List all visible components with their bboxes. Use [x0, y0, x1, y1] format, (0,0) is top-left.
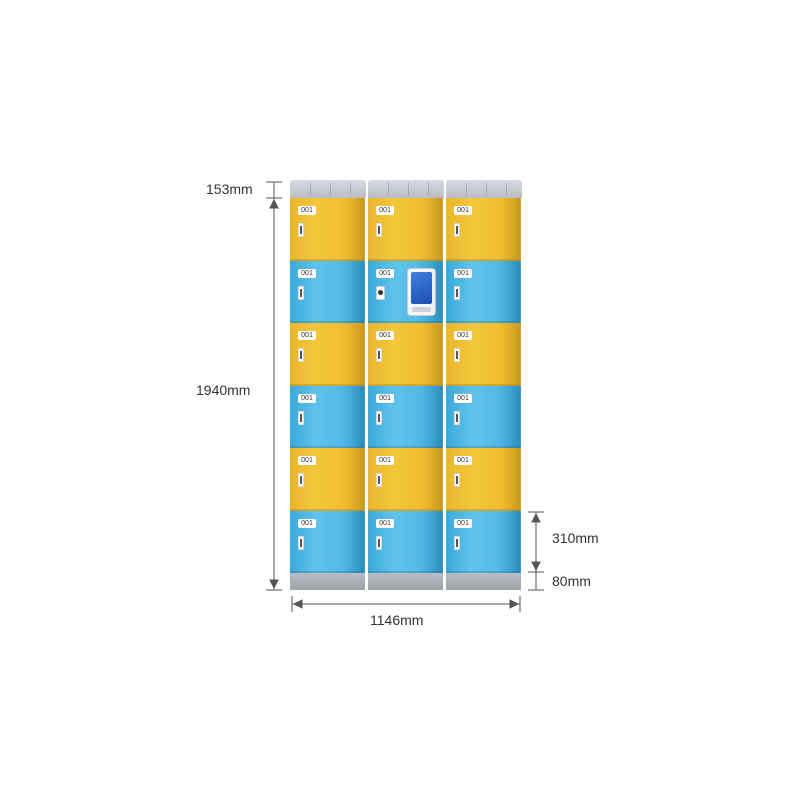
- roof-height-label: 153mm: [206, 181, 253, 197]
- compartment-number-tag: 001: [298, 268, 316, 278]
- door-shading: [350, 385, 364, 446]
- compartment-number-tag: 001: [376, 518, 394, 528]
- door-handle-icon[interactable]: [376, 223, 382, 237]
- locker-base: [290, 573, 365, 590]
- door-shading: [350, 323, 364, 384]
- compartment-number-tag: 001: [376, 393, 394, 403]
- door-handle-icon[interactable]: [454, 223, 460, 237]
- door-handle-icon[interactable]: [298, 473, 304, 487]
- locker-door[interactable]: 001: [446, 260, 521, 323]
- locker-door[interactable]: 001: [368, 323, 443, 386]
- door-shading: [428, 510, 442, 571]
- locker-column: 001 001 001 001 001 001: [290, 198, 365, 573]
- card-reader-icon: [412, 306, 431, 312]
- door-shading: [506, 323, 520, 384]
- locker-door[interactable]: 001: [290, 198, 365, 261]
- door-shading: [350, 260, 364, 321]
- compartment-number-tag: 001: [298, 331, 316, 340]
- door-shading: [428, 198, 442, 259]
- compartment-height-label: 310mm: [552, 530, 599, 546]
- roof-section: [290, 180, 366, 198]
- compartment-number-tag: 001: [298, 206, 316, 215]
- door-handle-icon[interactable]: [376, 348, 382, 362]
- roof-section: [446, 180, 522, 198]
- compartment-number-tag: 001: [376, 206, 394, 215]
- locker-door[interactable]: 001: [368, 385, 443, 448]
- locker-door[interactable]: 001: [290, 260, 365, 323]
- locker-door[interactable]: 001: [290, 323, 365, 386]
- door-shading: [506, 198, 520, 259]
- door-shading: [428, 260, 442, 321]
- locker-column: 001 001 001 001 001 001: [368, 198, 443, 573]
- total-height-label: 1940mm: [196, 382, 251, 398]
- door-handle-icon[interactable]: [298, 410, 304, 425]
- door-handle-icon[interactable]: [298, 285, 304, 300]
- width-label: 1146mm: [370, 612, 424, 628]
- door-shading: [350, 510, 364, 571]
- compartment-number-tag: 001: [376, 268, 394, 278]
- touchscreen-icon[interactable]: [408, 268, 435, 315]
- locker-door[interactable]: 001: [290, 448, 365, 511]
- door-handle-icon[interactable]: [454, 348, 460, 362]
- door-shading: [428, 385, 442, 446]
- locker-column: 001 001 001 001 001 001: [446, 198, 521, 573]
- base-height-label: 80mm: [552, 573, 591, 589]
- locker-door[interactable]: 001: [446, 448, 521, 511]
- locker-door[interactable]: 001: [290, 510, 365, 573]
- door-shading: [428, 323, 442, 384]
- compartment-number-tag: 001: [298, 456, 316, 465]
- door-shading: [428, 448, 442, 509]
- door-handle-icon[interactable]: [454, 535, 460, 550]
- locker-door[interactable]: 001: [446, 385, 521, 448]
- door-shading: [350, 448, 364, 509]
- locker-door[interactable]: 001: [368, 510, 443, 573]
- door-handle-icon[interactable]: [454, 285, 460, 300]
- door-shading: [506, 260, 520, 321]
- door-handle-icon[interactable]: [298, 535, 304, 550]
- door-handle-icon[interactable]: [298, 223, 304, 237]
- locker-door[interactable]: 001: [368, 448, 443, 511]
- locker-base: [368, 573, 443, 590]
- locker-door[interactable]: 001: [368, 198, 443, 261]
- door-handle-icon[interactable]: [376, 473, 382, 487]
- lock-icon: [376, 285, 385, 300]
- compartment-number-tag: 001: [298, 518, 316, 528]
- door-shading: [350, 198, 364, 259]
- locker-door[interactable]: 001: [446, 510, 521, 573]
- compartment-number-tag: 001: [298, 393, 316, 403]
- locker-door[interactable]: 001: [368, 260, 443, 323]
- locker-cabinet: 001 001 001 001 001 001 001 001 001 001 001 001 00…: [290, 180, 522, 590]
- locker-base: [446, 573, 521, 590]
- locker-door[interactable]: 001: [290, 385, 365, 448]
- compartment-number-tag: 001: [454, 206, 472, 215]
- door-shading: [506, 448, 520, 509]
- door-handle-icon[interactable]: [298, 348, 304, 362]
- compartment-number-tag: 001: [454, 456, 472, 465]
- display-screen[interactable]: [411, 271, 432, 304]
- door-shading: [506, 385, 520, 446]
- compartment-number-tag: 001: [376, 331, 394, 340]
- compartment-number-tag: 001: [454, 518, 472, 528]
- door-shading: [506, 510, 520, 571]
- locker-door[interactable]: 001: [446, 198, 521, 261]
- compartment-number-tag: 001: [376, 456, 394, 465]
- door-handle-icon[interactable]: [376, 535, 382, 550]
- compartment-number-tag: 001: [454, 268, 472, 278]
- door-handle-icon[interactable]: [454, 473, 460, 487]
- compartment-number-tag: 001: [454, 393, 472, 403]
- door-handle-icon[interactable]: [376, 410, 382, 425]
- compartment-number-tag: 001: [454, 331, 472, 340]
- locker-door[interactable]: 001: [446, 323, 521, 386]
- roof-section: [368, 180, 444, 198]
- door-handle-icon[interactable]: [454, 410, 460, 425]
